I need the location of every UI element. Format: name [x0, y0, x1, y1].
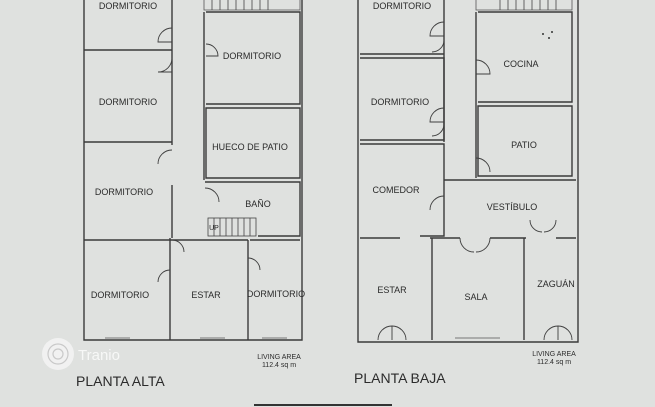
room-sala: SALA — [464, 292, 487, 302]
room-dormitorio-5: DORMITORIO — [223, 51, 281, 61]
room-comedor: COMEDOR — [373, 185, 421, 195]
room-patio: PATIO — [511, 140, 537, 150]
stair-up-label: UP — [209, 225, 219, 232]
living-area-label-baja: LIVING AREA — [532, 351, 576, 358]
room-dormitorio-baja-2: DORMITORIO — [371, 97, 429, 107]
room-zaguan: ZAGUÁN — [537, 279, 575, 289]
living-area-label-alta: LIVING AREA — [257, 354, 301, 361]
living-area-value-alta: 112.4 sq m — [262, 362, 296, 369]
room-bano: BAÑO — [245, 199, 271, 209]
room-dormitorio-6: DORMITORIO — [247, 289, 305, 299]
room-dormitorio-2: DORMITORIO — [99, 97, 157, 107]
stair-top-alta — [211, 0, 269, 10]
room-vestibulo: VESTÍBULO — [487, 202, 538, 212]
room-dormitorio-1: DORMITORIO — [99, 1, 157, 11]
plan-planta-baja: DORMITORIO COCINA DORMITORIO PATIO COMED… — [354, 0, 579, 386]
room-estar-baja: ESTAR — [377, 285, 407, 295]
floor-title-baja: PLANTA BAJA — [354, 370, 446, 386]
stair-top-baja — [499, 0, 557, 10]
room-hueco-de-patio: HUECO DE PATIO — [212, 142, 288, 152]
room-dormitorio-baja-1: DORMITORIO — [373, 1, 431, 11]
room-dormitorio-3: DORMITORIO — [95, 187, 153, 197]
plan-planta-alta: UP DORMITORIO DORMITORIO DORMITORIO DORM… — [76, 0, 305, 389]
living-area-value-baja: 112.4 sq m — [537, 359, 571, 366]
room-cocina: COCINA — [503, 59, 538, 69]
tranio-logo-icon — [42, 338, 74, 370]
watermark-text: Tranio — [78, 347, 120, 364]
room-dormitorio-4: DORMITORIO — [91, 290, 149, 300]
watermark: Tranio — [42, 338, 120, 370]
room-estar-alta: ESTAR — [191, 290, 221, 300]
floor-title-alta: PLANTA ALTA — [76, 373, 165, 389]
stair-mid-alta — [207, 217, 257, 237]
